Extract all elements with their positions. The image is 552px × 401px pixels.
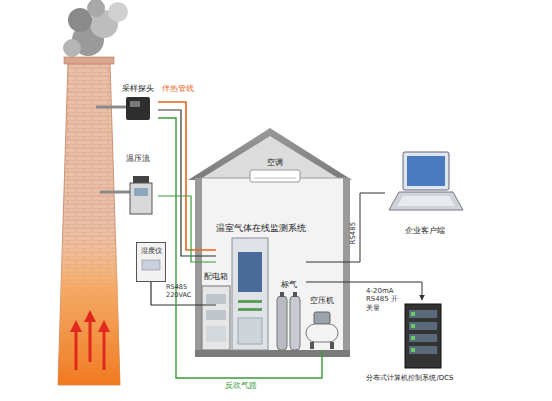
flow-arrow-head (70, 320, 82, 332)
node-label: 空调 (225, 158, 325, 167)
power-box: 配电箱 (200, 272, 232, 352)
rack-led (411, 348, 415, 352)
flow-arrow (75, 330, 78, 370)
valve (293, 292, 297, 297)
connector-label: RS485 (349, 213, 357, 253)
air-compressor: 空压机 (304, 296, 340, 350)
flow-arrow (103, 330, 106, 370)
gas-cylinder-icon (274, 280, 304, 350)
valve (280, 292, 284, 297)
connector (306, 193, 385, 262)
connector (158, 102, 216, 250)
compressor-motor (314, 312, 330, 324)
node-label: 空压机 (284, 296, 360, 305)
client-laptop-icon (385, 148, 465, 238)
sampling-probe: 采样探头 (118, 84, 158, 124)
chimney-cap (64, 57, 114, 64)
node-label: 分布式计算机控制系统/DCS (335, 374, 485, 382)
cabinet-panel (238, 318, 262, 344)
dcs-rack: 分布式计算机控制系统/DCS (355, 300, 465, 390)
sensor-head (133, 176, 149, 183)
probe-pipe (96, 106, 127, 109)
panel (206, 326, 226, 342)
flow-arrow-head (84, 310, 96, 322)
rack-led (411, 312, 415, 316)
house-wall (200, 178, 345, 352)
connector-label: RS485 220VAC (166, 284, 196, 300)
ac-vent (254, 178, 296, 179)
laptop-lid (403, 152, 449, 190)
sensor-pipe (100, 191, 131, 194)
connector-label: 伴热管线 (162, 84, 202, 94)
cabinet-body (232, 238, 268, 350)
rack-module (409, 334, 437, 342)
humidity-meter: 湿度仪 (136, 242, 166, 282)
smoke (108, 2, 128, 22)
gas-cylinder: 标气 (274, 280, 304, 350)
rack-led (411, 336, 415, 340)
smoke (63, 39, 81, 57)
probe-panel (130, 101, 140, 107)
keys (397, 196, 455, 206)
cabinet-strip (238, 300, 262, 303)
power-box-icon (200, 272, 232, 352)
flow-arrow (89, 320, 92, 362)
flow-arrow-head (98, 320, 110, 332)
node-label: 企业客户端 (365, 226, 485, 235)
house-side (195, 178, 202, 356)
compressor-foot (310, 342, 314, 349)
rack-led (411, 324, 415, 328)
laptop-screen (407, 156, 445, 186)
node-label: 湿度仪 (116, 247, 186, 255)
client-laptop: 企业客户端 (385, 148, 465, 238)
connector (158, 118, 322, 378)
house-side (343, 178, 350, 356)
house-floor (195, 350, 350, 357)
chimney (58, 62, 120, 385)
cabinet-strip (238, 308, 262, 311)
connector (158, 196, 216, 262)
breaker (206, 310, 226, 320)
power-box-body (202, 286, 230, 350)
connector (158, 110, 216, 256)
smoke (87, 0, 105, 17)
node-label: 温压流 (98, 154, 178, 163)
connector-label: 反吹气路 (225, 381, 275, 391)
connector (306, 282, 422, 300)
air-conditioner: 空调 (245, 158, 305, 186)
flow-sensor: 温压流 (118, 154, 158, 218)
flow-sensor-icon (118, 154, 158, 218)
compressor-foot (330, 342, 334, 349)
laptop-keyboard (389, 192, 463, 210)
rack-body (405, 304, 441, 368)
node-label: 配电箱 (180, 272, 252, 281)
cylinder (290, 296, 300, 350)
sensor-body (130, 183, 152, 214)
breaker (206, 294, 226, 304)
cylinder (277, 296, 287, 350)
rack-module (409, 310, 437, 318)
ac-unit (250, 170, 300, 182)
cabinet-window (238, 252, 262, 292)
probe-box (126, 97, 150, 120)
node-label: 温室气体在线监测系统 (196, 224, 326, 234)
sensor-display (134, 188, 148, 196)
node-label: 标气 (254, 280, 324, 289)
meter-display (142, 260, 160, 270)
connector-label: 4-20mA RS485 开关量 (366, 287, 402, 312)
rack-module (409, 322, 437, 330)
compressor-tank (306, 324, 338, 342)
flue-fire (58, 225, 120, 385)
connector (151, 282, 216, 305)
rack-module (409, 346, 437, 354)
